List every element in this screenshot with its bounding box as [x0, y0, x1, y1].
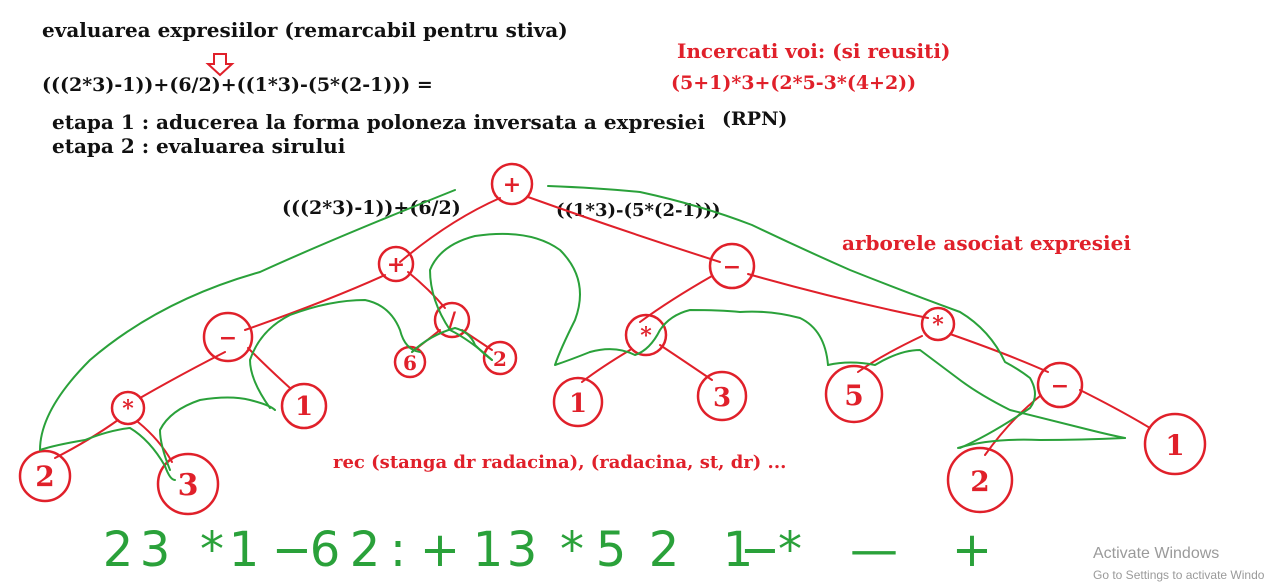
traversal-caption: rec (stanga dr radacina), (radacina, st,… — [333, 452, 786, 473]
page-title: evaluarea expresiilor (remarcabil pentru… — [42, 18, 568, 42]
node-left-mul — [110, 390, 146, 426]
rpn-token: * — [560, 522, 584, 578]
rpn-token: 3 — [507, 522, 538, 578]
node-leaf-2b — [482, 340, 518, 376]
node-leaf-2c-label: 2 — [970, 465, 989, 498]
step-2: etapa 2 : evaluarea sirului — [52, 134, 346, 158]
node-right-mul-label: * — [640, 323, 652, 349]
rpn-token: 1 — [473, 522, 504, 578]
rpn-token: 5 — [596, 522, 627, 578]
rpn-label: (RPN) — [722, 108, 787, 130]
node-leaf-1c-label: 1 — [1165, 429, 1184, 462]
node-right-minus-label: − — [723, 254, 741, 280]
node-left-minus-label: − — [219, 325, 237, 351]
rpn-token: : — [390, 522, 406, 578]
rpn-token: — — [850, 522, 898, 578]
node-right-mul — [624, 313, 668, 357]
rpn-token: 2 — [350, 522, 381, 578]
rpn-token: − — [272, 522, 312, 578]
node-leaf-1b-label: 1 — [569, 389, 587, 419]
node-leaf-3b-label: 3 — [713, 383, 731, 413]
node-right-minus2-label: − — [1051, 373, 1069, 399]
node-root-label: + — [503, 172, 521, 198]
node-leaf-1a — [280, 382, 328, 430]
node-leaf-2c — [946, 446, 1014, 514]
step-1: etapa 1 : aducerea la forma poloneza inv… — [52, 110, 705, 134]
main-expression: (((2*3)-1))+(6/2)+((1*3)-(5*(2-1))) = — [42, 74, 433, 96]
left-subexpression: (((2*3)-1))+(6/2) — [282, 197, 461, 219]
node-leaf-2a — [18, 449, 72, 503]
rpn-token: 3 — [140, 522, 171, 578]
node-root — [490, 162, 534, 206]
watermark-title: Activate Windows — [1093, 545, 1219, 562]
node-right-mul2 — [920, 306, 956, 342]
node-div — [433, 301, 471, 339]
rpn-token: − — [740, 522, 780, 578]
rpn-token: 6 — [310, 522, 341, 578]
rpn-token: 2 — [649, 522, 680, 578]
node-leaf-2a-label: 2 — [35, 460, 54, 493]
node-left-mul-label: * — [122, 396, 134, 422]
node-leaf-1b — [552, 376, 604, 428]
node-right-minus2 — [1036, 361, 1084, 409]
right-subexpression: ((1*3)-(5*(2-1))) — [556, 200, 721, 221]
node-leaf-5-label: 5 — [844, 379, 863, 412]
node-div-label: / — [448, 308, 457, 334]
rpn-token: 1 — [229, 522, 260, 578]
rpn-token: * — [778, 522, 802, 578]
node-leaf-3a — [156, 452, 220, 516]
node-leaf-1c — [1143, 412, 1207, 476]
watermark-subtitle: Go to Settings to activate Windo — [1093, 568, 1265, 582]
node-leaf-2b-label: 2 — [493, 347, 507, 371]
node-leaf-1a-label: 1 — [295, 392, 313, 422]
rpn-token: * — [200, 522, 224, 578]
node-leaf-3b — [696, 370, 748, 422]
node-right-mul2-label: * — [932, 312, 944, 338]
node-left-plus-label: + — [387, 252, 405, 278]
node-right-minus — [708, 242, 756, 290]
rpn-token: + — [420, 522, 460, 578]
rpn-token: 1 — [723, 522, 754, 578]
node-leaf-6-label: 6 — [403, 351, 417, 375]
exercise-title: Incercati voi: (si reusiti) — [677, 39, 950, 63]
arrow-down-icon — [205, 53, 235, 77]
node-left-plus — [377, 245, 415, 283]
rpn-token: 2 — [103, 522, 134, 578]
tree-caption: arborele asociat expresiei — [842, 231, 1131, 255]
traversal-contour — [39, 185, 1126, 481]
rpn-token: + — [952, 522, 992, 578]
exercise-expression: (5+1)*3+(2*5-3*(4+2)) — [671, 72, 916, 94]
node-left-minus — [202, 311, 254, 363]
node-leaf-5 — [824, 364, 884, 424]
node-leaf-3a-label: 3 — [178, 468, 199, 503]
